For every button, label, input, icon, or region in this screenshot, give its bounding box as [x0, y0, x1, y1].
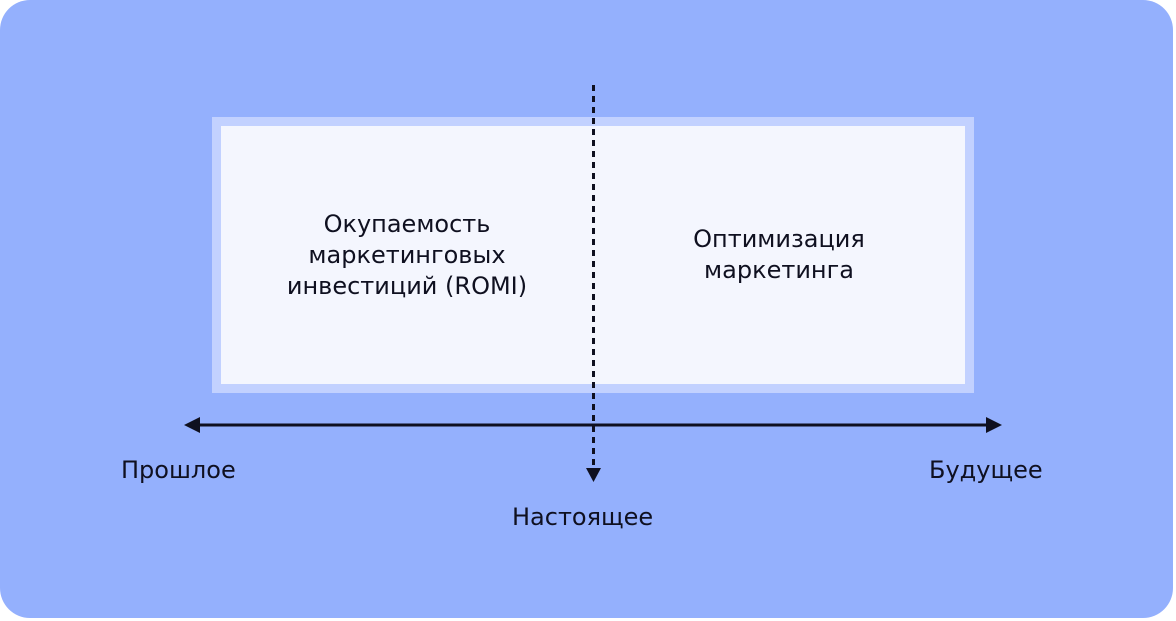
arrow-down-icon [586, 468, 601, 482]
future-label: Будущее [929, 456, 1043, 484]
arrow-right-icon [986, 417, 1002, 433]
optimization-block: Оптимизация маркетинга [593, 126, 965, 384]
optimization-line-2: маркетинга [704, 256, 854, 284]
romi-line-3: инвестиций (ROMI) [286, 271, 528, 300]
past-label: Прошлое [121, 456, 236, 484]
romi-line-2: маркетинговых [308, 240, 506, 269]
present-label: Настоящее [512, 503, 654, 531]
romi-block: Окупаемость маркетинговых инвестиций (RO… [221, 126, 593, 384]
optimization-line-1: Оптимизация [693, 225, 865, 253]
arrow-left-icon [184, 417, 200, 433]
romi-line-1: Окупаемость [323, 209, 491, 238]
